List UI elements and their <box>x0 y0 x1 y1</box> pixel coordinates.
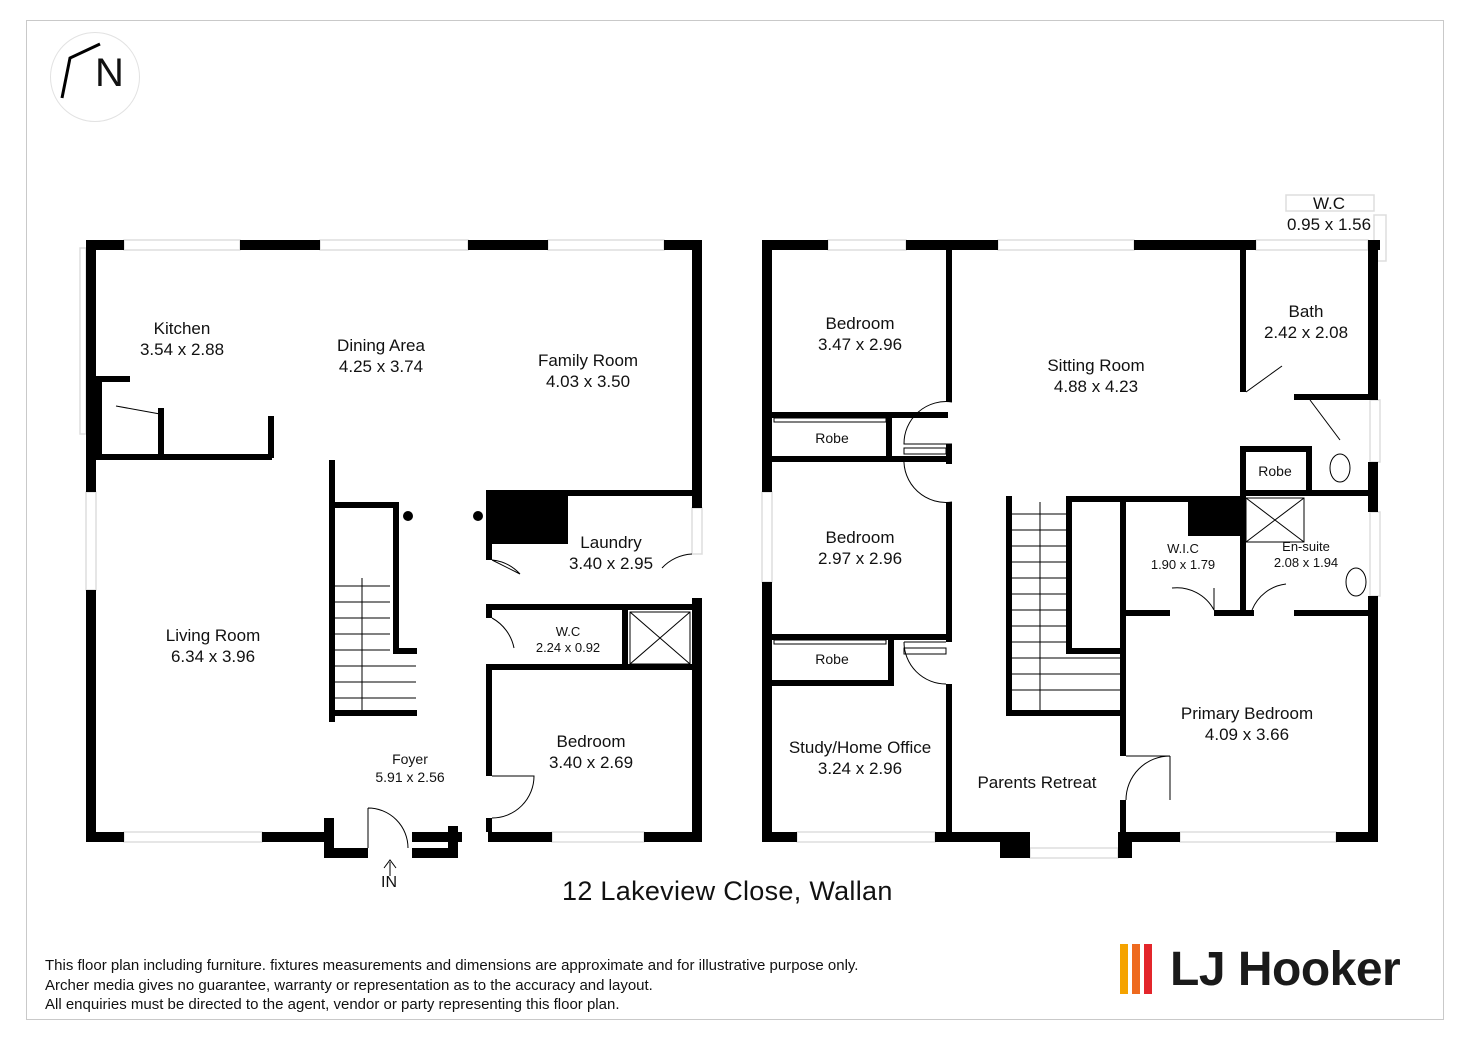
room-dims: 6.34 x 3.96 <box>170 647 256 667</box>
room-name: Bedroom <box>825 528 895 547</box>
north-arrow-icon: N <box>95 51 124 95</box>
room-sitting: Sitting Room 4.88 x 4.23 <box>1047 355 1144 398</box>
room-dining: Dining Area 4.25 x 3.74 <box>337 335 425 378</box>
room-dims: 3.40 x 2.69 <box>548 753 634 773</box>
robe-label: Robe <box>815 651 849 667</box>
room-name: Study/Home Office <box>788 738 932 757</box>
room-wc-upper: W.C 0.95 x 1.56 <box>1287 193 1371 236</box>
room-dims: 1.90 x 1.79 <box>1150 557 1216 573</box>
room-name: Sitting Room <box>1047 356 1145 375</box>
room-bedroom-2: Bedroom 2.97 x 2.96 <box>818 527 902 570</box>
room-foyer: Foyer 5.91 x 2.56 <box>375 751 444 786</box>
room-name: Laundry <box>580 533 642 552</box>
room-dims: 4.25 x 3.74 <box>338 357 424 377</box>
room-wc: W.C 2.24 x 0.92 <box>536 624 600 657</box>
brand-stripe <box>1120 944 1128 994</box>
room-name: W.I.C <box>1167 541 1199 556</box>
room-dims: 3.40 x 2.95 <box>568 554 654 574</box>
room-dims: 2.08 x 1.94 <box>1273 555 1339 571</box>
robe-label: Robe <box>1258 463 1292 479</box>
room-dims: 3.47 x 2.96 <box>817 335 903 355</box>
disclaimer-line: Archer media gives no guarantee, warrant… <box>45 976 653 994</box>
room-dims: 0.95 x 1.56 <box>1286 215 1372 235</box>
room-dims: 2.42 x 2.08 <box>1263 323 1349 343</box>
disclaimer-line: This floor plan including furniture. fix… <box>45 957 859 974</box>
room-wic: W.I.C 1.90 x 1.79 <box>1151 541 1215 574</box>
room-name: Kitchen <box>153 319 211 338</box>
room-dims: 2.97 x 2.96 <box>817 549 903 569</box>
compass: N <box>50 32 140 122</box>
brand-logo: LJ Hooker <box>1120 937 1401 1001</box>
room-dims: 4.88 x 4.23 <box>1053 377 1139 397</box>
brand-stripe <box>1132 944 1140 994</box>
room-ensuite: En-suite 2.08 x 1.94 <box>1274 539 1338 572</box>
room-parents-retreat: Parents Retreat <box>977 772 1096 793</box>
brand-name: LJ Hooker <box>1170 942 1401 996</box>
room-name: W.C <box>1312 194 1346 213</box>
room-name: Living Room <box>165 626 261 645</box>
brand-stripe <box>1144 944 1152 994</box>
room-dims: 5.91 x 2.56 <box>375 768 445 785</box>
room-name: Dining Area <box>337 336 425 355</box>
brand-mark-icon <box>1120 944 1156 994</box>
room-primary-bedroom: Primary Bedroom 4.09 x 3.66 <box>1181 703 1313 746</box>
entry-label: IN <box>381 874 397 891</box>
room-name: En-suite <box>1282 539 1330 554</box>
room-name: Bedroom <box>556 732 626 751</box>
disclaimer: This floor plan including furniture. fix… <box>45 956 858 1015</box>
room-kitchen: Kitchen 3.54 x 2.88 <box>140 318 224 361</box>
room-bedroom: Bedroom 3.40 x 2.69 <box>549 731 633 774</box>
disclaimer-line: All enquiries must be directed to the ag… <box>45 996 620 1013</box>
room-study: Study/Home Office 3.24 x 2.96 <box>789 737 931 780</box>
room-family: Family Room 4.03 x 3.50 <box>538 350 638 393</box>
room-dims: 3.24 x 2.96 <box>817 759 903 779</box>
room-laundry: Laundry 3.40 x 2.95 <box>569 532 653 575</box>
room-name: Bath <box>1288 302 1324 321</box>
room-name: Family Room <box>537 351 639 370</box>
robe-label: Robe <box>815 430 849 446</box>
property-address: 12 Lakeview Close, Wallan <box>562 876 893 906</box>
room-dims: 4.09 x 3.66 <box>1204 725 1290 745</box>
room-name: Primary Bedroom <box>1180 704 1314 723</box>
room-name: Bedroom <box>825 314 895 333</box>
room-name: Foyer <box>392 751 428 767</box>
room-bath: Bath 2.42 x 2.08 <box>1264 301 1348 344</box>
room-name: W.C <box>555 624 581 639</box>
room-dims: 2.24 x 0.92 <box>535 640 601 656</box>
room-bedroom-1: Bedroom 3.47 x 2.96 <box>818 313 902 356</box>
room-dims: 4.03 x 3.50 <box>545 372 631 392</box>
room-dims: 3.54 x 2.88 <box>139 340 225 360</box>
room-name: Parents Retreat <box>977 773 1097 792</box>
room-living: Living Room 6.34 x 3.96 <box>166 625 261 668</box>
floor-plan-frame <box>26 20 1444 1020</box>
